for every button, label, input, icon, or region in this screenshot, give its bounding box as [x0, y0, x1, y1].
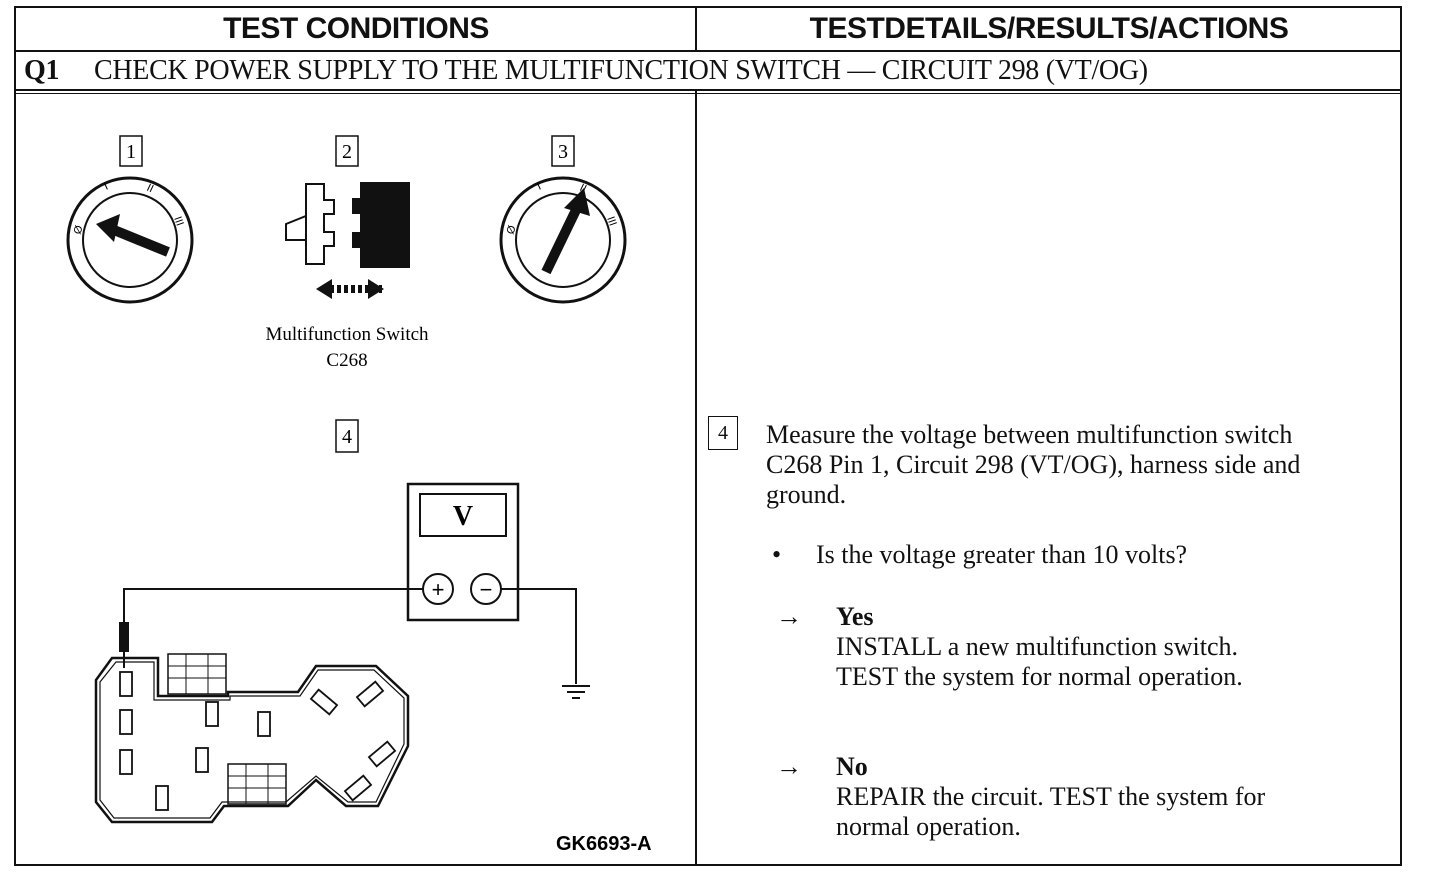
ignition-switch-off-icon: Ø I II III	[66, 176, 194, 304]
ignition-pos-3b: III	[604, 215, 618, 228]
column-divider-header	[695, 6, 697, 52]
measure-instruction: Measure the voltage between multifunctio…	[766, 420, 1396, 510]
ignition-pos-2b: II	[578, 182, 589, 195]
callout-4: 4	[335, 419, 359, 453]
switch-label-line2: C268	[326, 350, 367, 371]
meter-label: V	[453, 501, 473, 532]
no-label: No	[836, 752, 868, 781]
measure-line-3: ground.	[766, 480, 847, 509]
connector-c268-face-icon	[94, 653, 410, 824]
callout-2: 2	[335, 135, 359, 167]
callout-2-label: 2	[342, 141, 352, 163]
test-leads	[119, 588, 577, 684]
no-action-line-1: REPAIR the circuit. TEST the system for	[836, 782, 1266, 811]
yes-label: Yes	[836, 602, 874, 631]
ignition-pos-1: I	[102, 181, 110, 193]
ground-icon	[562, 685, 590, 699]
callout-3-label: 3	[558, 141, 568, 163]
table-frame	[14, 6, 1402, 866]
callout-1: 1	[119, 135, 143, 167]
step-title-divider	[14, 89, 1402, 91]
measure-line-2: C268 Pin 1, Circuit 298 (VT/OG), harness…	[766, 450, 1301, 479]
voltmeter-icon: V + −	[406, 482, 520, 622]
ignition-switch-run-icon: Ø I II III	[499, 176, 627, 304]
step-title: CHECK POWER SUPPLY TO THE MULTIFUNCTION …	[94, 55, 1148, 86]
switch-label-line1: Multifunction Switch	[265, 324, 429, 345]
no-arrow-icon: →	[776, 752, 802, 781]
meter-minus-label: −	[480, 577, 493, 602]
step-number: Q1	[24, 55, 60, 86]
question-text: Is the voltage greater than 10 volts?	[816, 540, 1188, 569]
yes-action-line-1: INSTALL a new multifunction switch.	[836, 632, 1239, 661]
connector-disconnect-icon	[285, 182, 410, 299]
ignition-pos-2: II	[145, 182, 156, 195]
header-divider	[14, 50, 1402, 52]
callout-3: 3	[551, 135, 575, 167]
step-title-row: Q1 CHECK POWER SUPPLY TO THE MULTIFUNCTIO…	[24, 52, 1148, 90]
yes-arrow-icon: →	[776, 602, 802, 631]
test-details-header: TESTDETAILS/RESULTS/ACTIONS	[809, 12, 1289, 45]
ignition-pos-1b: I	[535, 181, 543, 193]
ignition-pos-3: III	[171, 215, 185, 228]
no-action-line-2: normal operation.	[836, 812, 1021, 841]
bullet-icon: •	[772, 540, 782, 569]
yes-action-line-2: TEST the system for normal operation.	[836, 662, 1243, 691]
test-conditions-diagram: 1 2 3 Ø I II III Ø I II	[66, 135, 652, 855]
step-reference-box: 4	[708, 416, 738, 450]
column-divider-body	[695, 91, 697, 866]
figure-id: GK6693-A	[556, 833, 652, 855]
measure-line-1: Measure the voltage between multifunctio…	[766, 420, 1293, 449]
callout-1-label: 1	[126, 141, 136, 163]
test-conditions-header: TEST CONDITIONS	[223, 12, 489, 45]
meter-plus-label: +	[432, 577, 445, 602]
step-title-divider-shadow	[14, 93, 1402, 94]
callout-4-label: 4	[342, 426, 352, 448]
